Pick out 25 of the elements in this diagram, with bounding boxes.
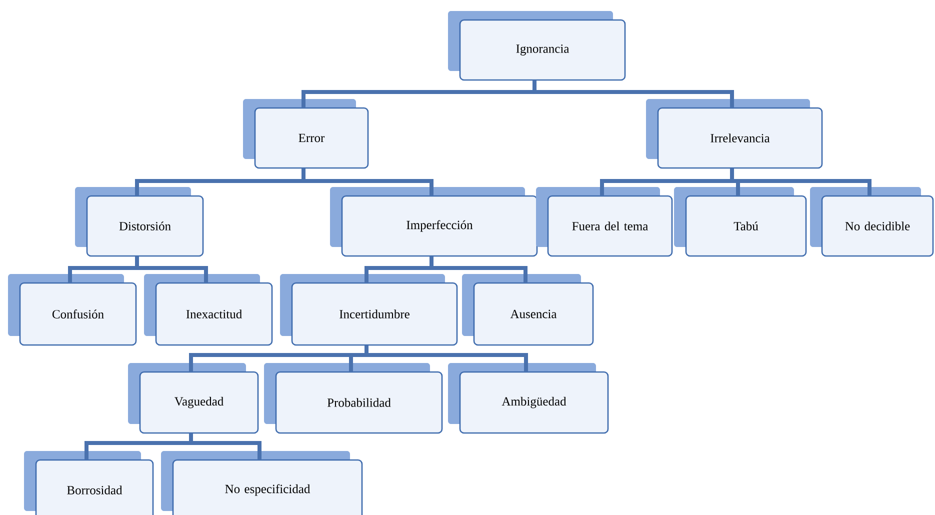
connector-line [532,80,734,108]
hierarchy-box: Ambigüedad [448,363,609,434]
connector-line [364,346,528,372]
hierarchy-box: Distorsión [75,187,204,257]
hierarchy-box: Fuera del tema [536,187,673,257]
connector-line [730,168,872,196]
connector-line [430,256,528,282]
hierarchy-box: No especificidad [161,451,363,515]
hierarchy-box: Ausencia [462,274,594,346]
hierarchy-box: Confusión [8,274,137,346]
hierarchy-box: Probabilidad [264,363,443,434]
hierarchy-box: Inexactitud [144,274,273,346]
hierarchy-box: Tabú [674,187,807,257]
hierarchy-box: Imperfección [330,187,538,257]
hierarchy-box: Irrelevancia [646,99,823,169]
connector-line [135,256,208,282]
hierarchy-box: Ignorancia [448,11,626,81]
node-label: Imperfección [406,220,473,232]
connector-line [189,434,262,460]
hierarchy-box: Borrosidad [24,451,154,515]
hierarchy-box: Vaguedad [128,363,259,434]
connector-line [302,168,434,196]
hierarchy-box: Error [243,99,369,169]
hierarchy-box: No decidible [810,187,934,257]
hierarchy-box: Incertidumbre [280,274,458,346]
